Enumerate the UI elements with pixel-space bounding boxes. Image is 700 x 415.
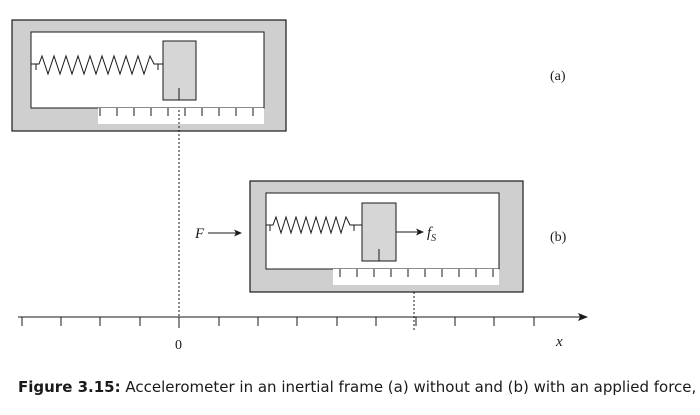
figure-caption: Figure 3.15: Accelerometer in an inertia… — [18, 378, 696, 396]
spring-a — [31, 54, 163, 76]
scale-strip-b — [333, 269, 499, 285]
accelerometer-b — [249, 180, 524, 293]
scale-ticks-a — [99, 108, 254, 116]
spring-force-label: fS — [427, 225, 436, 244]
spring-force-arrowhead — [416, 228, 424, 236]
accelerometer-a — [11, 19, 287, 132]
caption-text: Accelerometer in an inertial frame (a) w… — [125, 378, 700, 396]
label-b: (b) — [550, 230, 567, 245]
spring-b — [266, 215, 362, 235]
accelerometer-diagram: (a) fS F (b) 0 x — [11, 19, 588, 353]
label-a: (a) — [550, 69, 566, 84]
x-axis — [18, 313, 588, 326]
scale-ticks-b — [339, 269, 494, 277]
inner-chamber-a — [30, 31, 265, 109]
scale-strip-a — [98, 108, 264, 124]
x-axis-label: x — [555, 334, 563, 350]
applied-force-label: F — [194, 226, 205, 242]
origin-label: 0 — [175, 338, 182, 353]
applied-force-arrowhead — [234, 229, 242, 237]
x-axis-arrowhead — [578, 313, 588, 321]
x-axis-ticks — [21, 317, 535, 326]
figure-number: Figure 3.15: — [18, 378, 121, 396]
